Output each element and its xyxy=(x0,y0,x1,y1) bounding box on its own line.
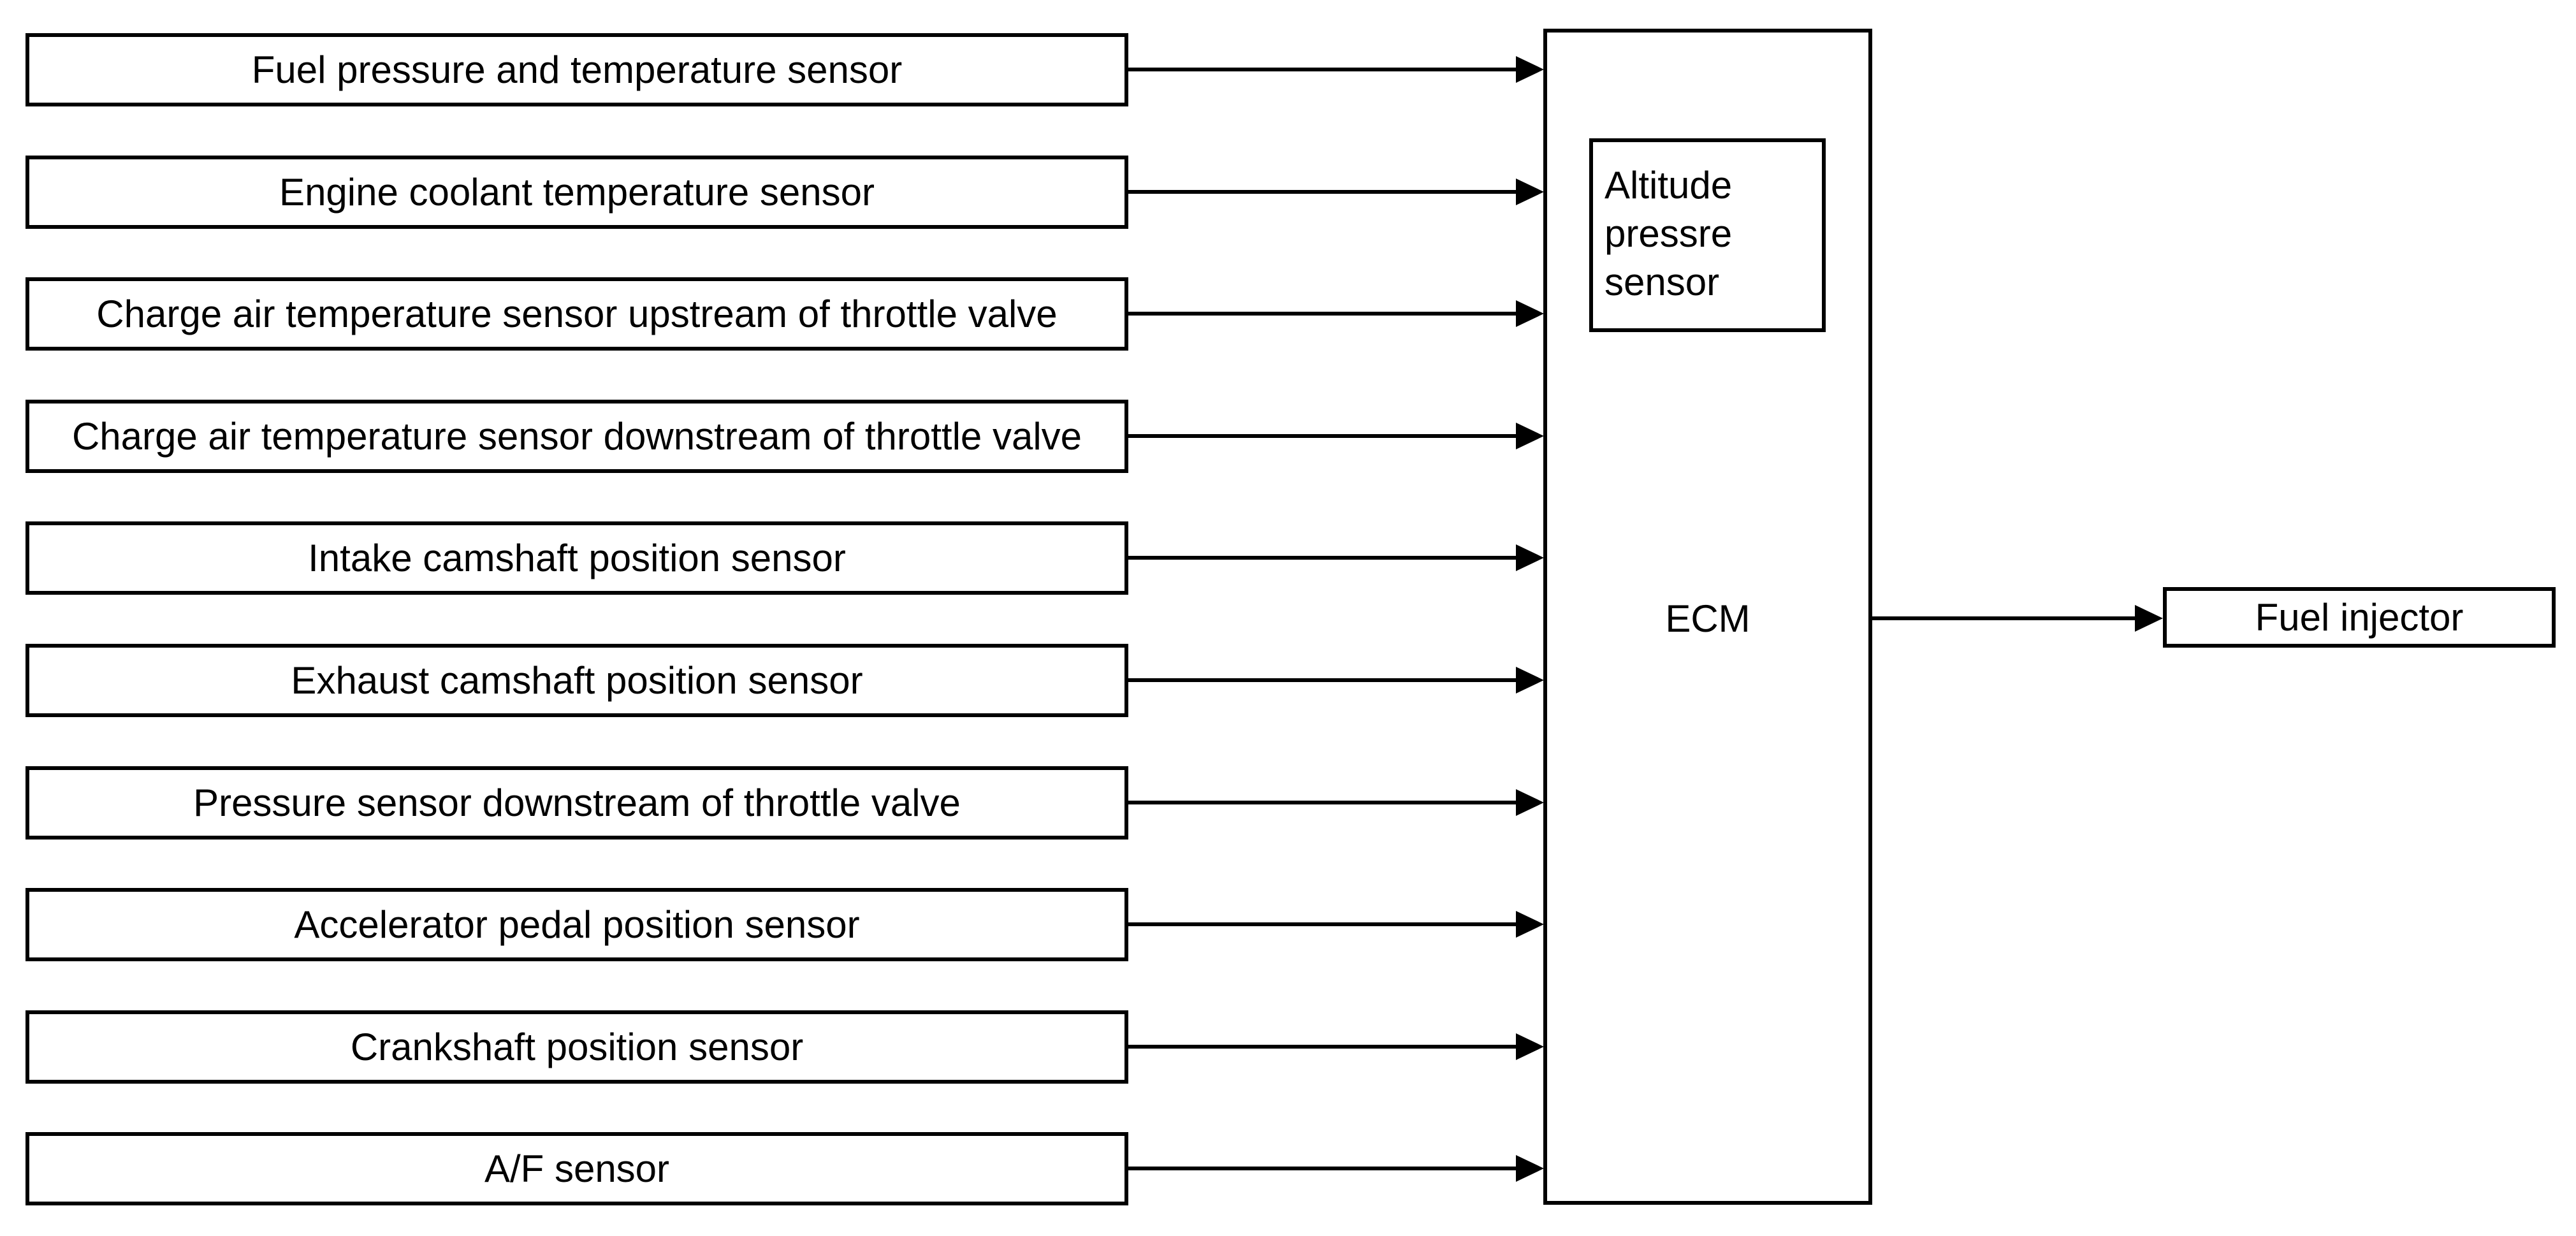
arrow-line xyxy=(1127,556,1517,560)
arrowhead-icon xyxy=(1516,56,1544,83)
arrow-line xyxy=(1871,616,2137,620)
sensor-label: Charge air temperature sensor upstream o… xyxy=(96,292,1058,335)
sensor-label: Engine coolant temperature sensor xyxy=(279,170,875,214)
sensor-label: Fuel pressure and temperature sensor xyxy=(251,48,903,91)
arrow-line xyxy=(1127,922,1517,926)
altitude-pressure-sensor-box: Altitude pressre sensor xyxy=(1589,138,1826,332)
arrowhead-icon xyxy=(2135,605,2163,632)
arrow-line xyxy=(1127,312,1517,316)
arrow-line xyxy=(1127,801,1517,804)
sensor-box-pressure-downstream-throttle: Pressure sensor downstream of throttle v… xyxy=(25,766,1128,840)
sensor-box-charge-air-temp-downstream: Charge air temperature sensor downstream… xyxy=(25,400,1128,473)
arrowhead-icon xyxy=(1516,911,1544,938)
sensor-box-crankshaft-position: Crankshaft position sensor xyxy=(25,1010,1128,1084)
arrowhead-icon xyxy=(1516,1155,1544,1182)
sensor-box-engine-coolant-temperature: Engine coolant temperature sensor xyxy=(25,156,1128,229)
arrowhead-icon xyxy=(1516,1033,1544,1060)
fuel-injector-label: Fuel injector xyxy=(2255,596,2464,639)
arrowhead-icon xyxy=(1516,423,1544,449)
arrow-line xyxy=(1127,1167,1517,1170)
arrow-line xyxy=(1127,190,1517,194)
sensor-label: Intake camshaft position sensor xyxy=(308,536,846,579)
sensor-label: Charge air temperature sensor downstream… xyxy=(71,414,1082,458)
arrowhead-icon xyxy=(1516,178,1544,205)
sensor-label: Crankshaft position sensor xyxy=(350,1025,804,1068)
fuel-injector-box: Fuel injector xyxy=(2163,587,2556,648)
sensor-label: Pressure sensor downstream of throttle v… xyxy=(193,781,961,824)
sensor-box-af-sensor: A/F sensor xyxy=(25,1132,1128,1205)
arrow-line xyxy=(1127,434,1517,438)
arrowhead-icon xyxy=(1516,789,1544,816)
sensor-box-intake-camshaft-position: Intake camshaft position sensor xyxy=(25,521,1128,595)
sensor-label: Exhaust camshaft position sensor xyxy=(291,658,863,702)
arrow-line xyxy=(1127,678,1517,682)
arrow-line xyxy=(1127,68,1517,71)
sensor-box-accelerator-pedal-position: Accelerator pedal position sensor xyxy=(25,888,1128,961)
ecm-label: ECM xyxy=(1665,597,1750,640)
arrow-line xyxy=(1127,1045,1517,1049)
altitude-sensor-label: Altitude pressre sensor xyxy=(1605,164,1733,303)
arrowhead-icon xyxy=(1516,544,1544,571)
sensor-box-fuel-pressure-temperature: Fuel pressure and temperature sensor xyxy=(25,33,1128,106)
arrowhead-icon xyxy=(1516,667,1544,694)
sensor-box-charge-air-temp-upstream: Charge air temperature sensor upstream o… xyxy=(25,277,1128,351)
sensor-label: A/F sensor xyxy=(484,1147,670,1190)
arrowhead-icon xyxy=(1516,300,1544,327)
sensor-label: Accelerator pedal position sensor xyxy=(294,903,860,946)
sensor-box-exhaust-camshaft-position: Exhaust camshaft position sensor xyxy=(25,644,1128,717)
